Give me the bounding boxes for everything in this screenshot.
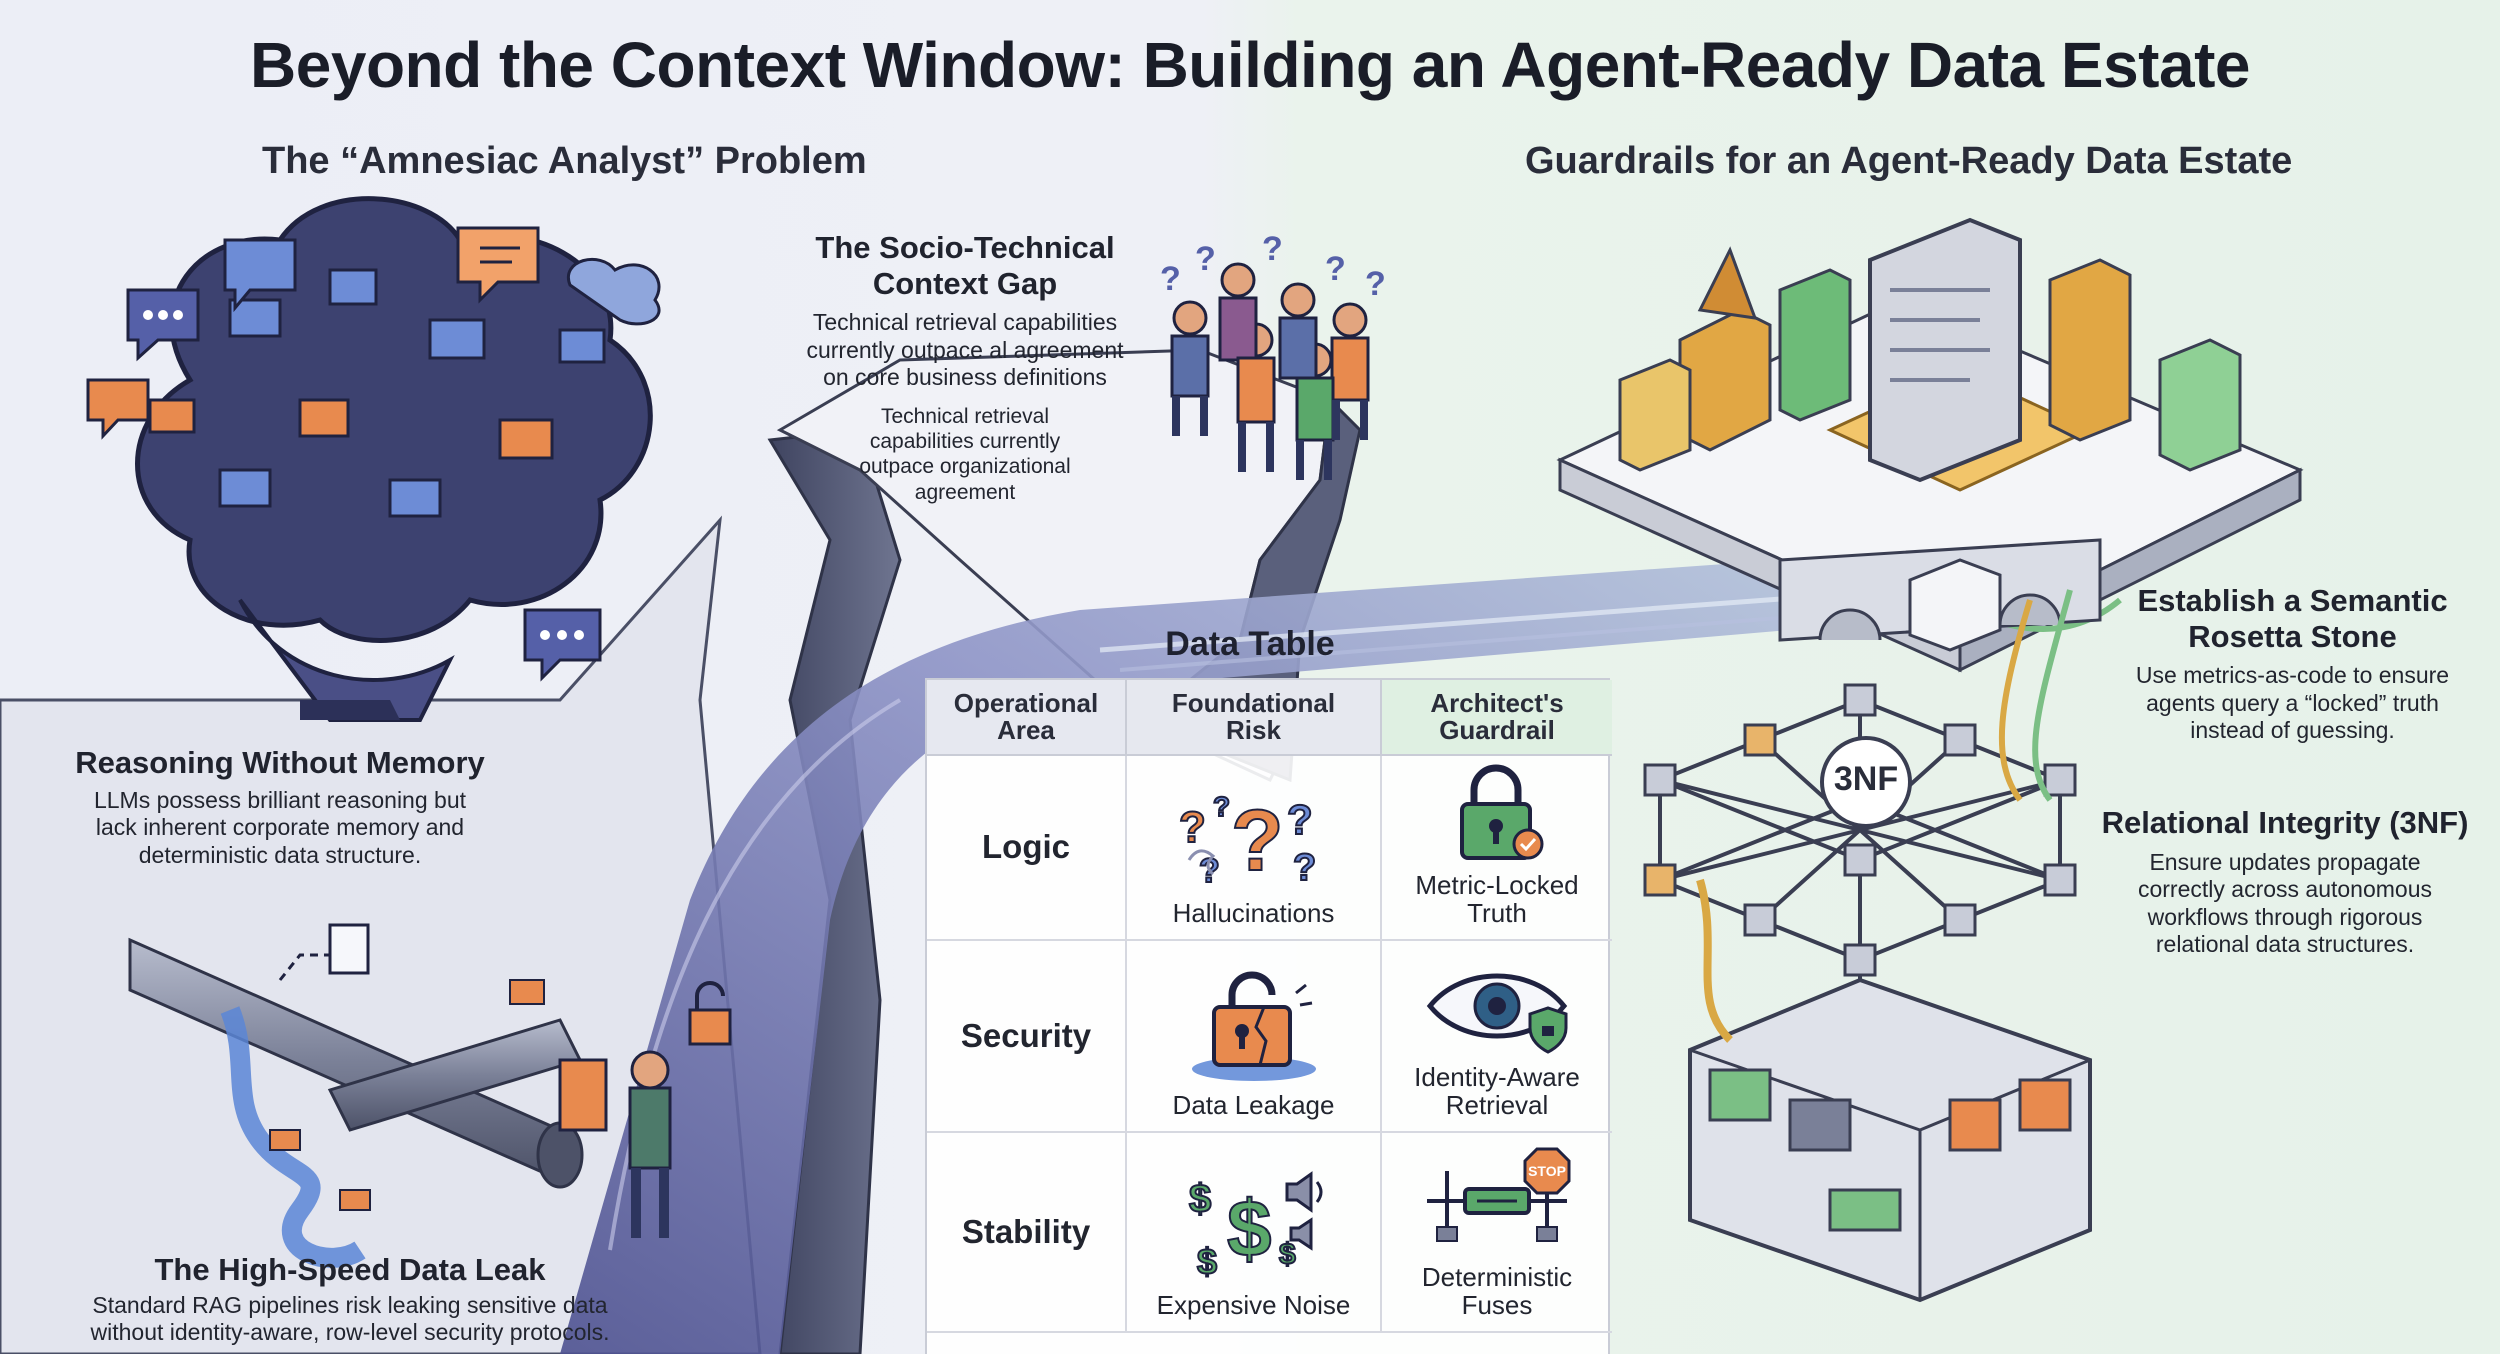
risk-label-data-leakage: Data Leakage xyxy=(1172,1089,1335,1120)
leak-line2: without identity-aware, row-level securi… xyxy=(90,1319,610,1346)
svg-text:?: ? xyxy=(1160,260,1181,298)
leak-title: The High-Speed Data Leak xyxy=(154,1252,546,1287)
integrity-block: Relational Integrity (3NF) Ensure update… xyxy=(2080,805,2490,959)
3nf-badge-label: 3NF xyxy=(1833,760,1899,798)
svg-text:$: $ xyxy=(1197,1241,1217,1282)
leaking-pipes-icon xyxy=(128,923,732,1268)
broken-padlock-icon xyxy=(1191,971,1316,1081)
isometric-city-platform-icon xyxy=(1556,217,2304,673)
table-cell-risk-hallucinations: ? ? ? ? ? ? Hallucinations xyxy=(1127,756,1382,941)
reasoning-block: Reasoning Without Memory LLMs possess br… xyxy=(40,745,520,869)
lattice-node-icons xyxy=(1643,683,2077,977)
left-section-heading: The “Amnesiac Analyst” Problem xyxy=(262,140,867,182)
table-cell-area-stability: Stability xyxy=(927,1133,1127,1333)
data-stream-bridge xyxy=(560,430,2080,1354)
confused-people-icon: ??? ?? xyxy=(1160,230,1386,480)
3nf-badge-circle xyxy=(1820,736,1912,828)
svg-text:?: ? xyxy=(1365,265,1386,303)
data-leak-block: The High-Speed Data Leak Standard RAG pi… xyxy=(40,1252,660,1347)
integrity-title: Relational Integrity (3NF) xyxy=(2101,805,2469,840)
svg-text:?: ? xyxy=(1179,803,1206,852)
reasoning-line3: deterministic data structure. xyxy=(138,841,422,868)
table-cell-guard-metric-locked: Metric-Locked Truth xyxy=(1382,756,1612,941)
guard-label-deterministic-2: Fuses xyxy=(1461,1289,1533,1320)
svg-text:?: ? xyxy=(1262,230,1283,268)
guard-label-metric-locked-1: Metric-Locked xyxy=(1415,870,1579,901)
right-section-heading: Guardrails for an Agent-Ready Data Estat… xyxy=(1525,140,2293,182)
gap-title-line1: The Socio-Technical xyxy=(815,230,1115,265)
page-title: Beyond the Context Window: Building an A… xyxy=(250,29,2250,101)
table-cell-guard-deterministic-fuses: STOP Deterministic Fuses xyxy=(1382,1133,1612,1333)
integrity-line4: relational data structures. xyxy=(2155,931,2415,958)
reasoning-line2: lack inherent corporate memory and xyxy=(95,814,465,841)
gap-text2-line3: outpace organizational xyxy=(859,455,1071,479)
dollar-noise-icon: $ $ $ $ xyxy=(1188,1170,1322,1283)
table-cell-guard-identity-aware: Identity-Aware Retrieval xyxy=(1382,941,1612,1133)
table-cell-risk-data-leakage: Data Leakage xyxy=(1127,941,1382,1133)
guard-label-metric-locked-2: Truth xyxy=(1467,897,1527,928)
reasoning-line1: LLMs possess brilliant reasoning but xyxy=(93,786,467,813)
speech-bubble-icons xyxy=(86,226,661,682)
socio-technical-gap-block: The Socio-Technical Context Gap Technica… xyxy=(790,230,1140,505)
rosetta-line2: agents query a “locked” truth xyxy=(2146,689,2439,716)
svg-text:$: $ xyxy=(1189,1177,1211,1221)
gap-text1-line2: currently outpace al agreement xyxy=(806,336,1124,363)
reasoning-title: Reasoning Without Memory xyxy=(75,745,485,780)
gap-text2-line2: capabilities currently xyxy=(869,430,1061,454)
fuse-circuit-icon: STOP xyxy=(1427,1147,1571,1243)
leak-line1: Standard RAG pipelines risk leaking sens… xyxy=(92,1291,608,1318)
svg-text:?: ? xyxy=(1195,240,1216,278)
rosetta-title-line2: Rosetta Stone xyxy=(2188,618,2397,654)
table-cell-area-logic: Logic xyxy=(927,756,1127,941)
svg-text:$: $ xyxy=(1227,1184,1272,1273)
rosetta-line3: instead of guessing. xyxy=(2190,717,2395,744)
svg-text:?: ? xyxy=(1213,791,1230,822)
integrity-line1: Ensure updates propagate xyxy=(2149,848,2421,875)
guard-label-deterministic-1: Deterministic xyxy=(1421,1262,1573,1293)
rosetta-title-line1: Establish a Semantic xyxy=(2137,583,2448,618)
svg-text:?: ? xyxy=(1287,796,1313,843)
gap-text2-line1: Technical retrieval xyxy=(880,405,1050,429)
integrity-line3: workflows through rigorous xyxy=(2147,903,2423,930)
eye-shield-icon xyxy=(1426,973,1568,1055)
rosetta-block: Establish a Semantic Rosetta Stone Use m… xyxy=(2100,583,2485,745)
fractured-brain-icon xyxy=(135,196,653,722)
padlock-icon xyxy=(1460,764,1544,861)
gap-title-line2: Context Gap xyxy=(872,265,1058,301)
question-marks-icon: ? ? ? ? ? ? xyxy=(1178,790,1317,891)
risk-label-hallucinations: Hallucinations xyxy=(1172,897,1335,928)
rosetta-line1: Use metrics-as-code to ensure xyxy=(2135,662,2450,689)
data-table-title: Data Table xyxy=(1165,625,1335,663)
gap-text1-line3: on core business definitions xyxy=(823,364,1107,391)
gap-text1-line1: Technical retrieval capabilities xyxy=(812,309,1118,336)
table-cell-area-security: Security xyxy=(927,941,1127,1133)
risk-label-expensive-noise: Expensive Noise xyxy=(1156,1289,1351,1320)
guard-label-identity-aware-1: Identity-Aware xyxy=(1414,1062,1580,1093)
svg-text:?: ? xyxy=(1325,250,1346,288)
server-room-icon xyxy=(1688,977,2092,1303)
svg-text:?: ? xyxy=(1293,847,1316,889)
stop-sign-label: STOP xyxy=(1528,1163,1566,1179)
svg-text:?: ? xyxy=(1231,793,1284,889)
table-cell-risk-expensive-noise: $ $ $ $ Expensive Noise xyxy=(1127,1133,1382,1333)
integrity-line2: correctly across autonomous xyxy=(2137,876,2432,903)
guard-label-identity-aware-2: Retrieval xyxy=(1445,1089,1549,1120)
svg-text:$: $ xyxy=(1279,1238,1296,1271)
gap-text2-line4: agreement xyxy=(914,480,1016,504)
